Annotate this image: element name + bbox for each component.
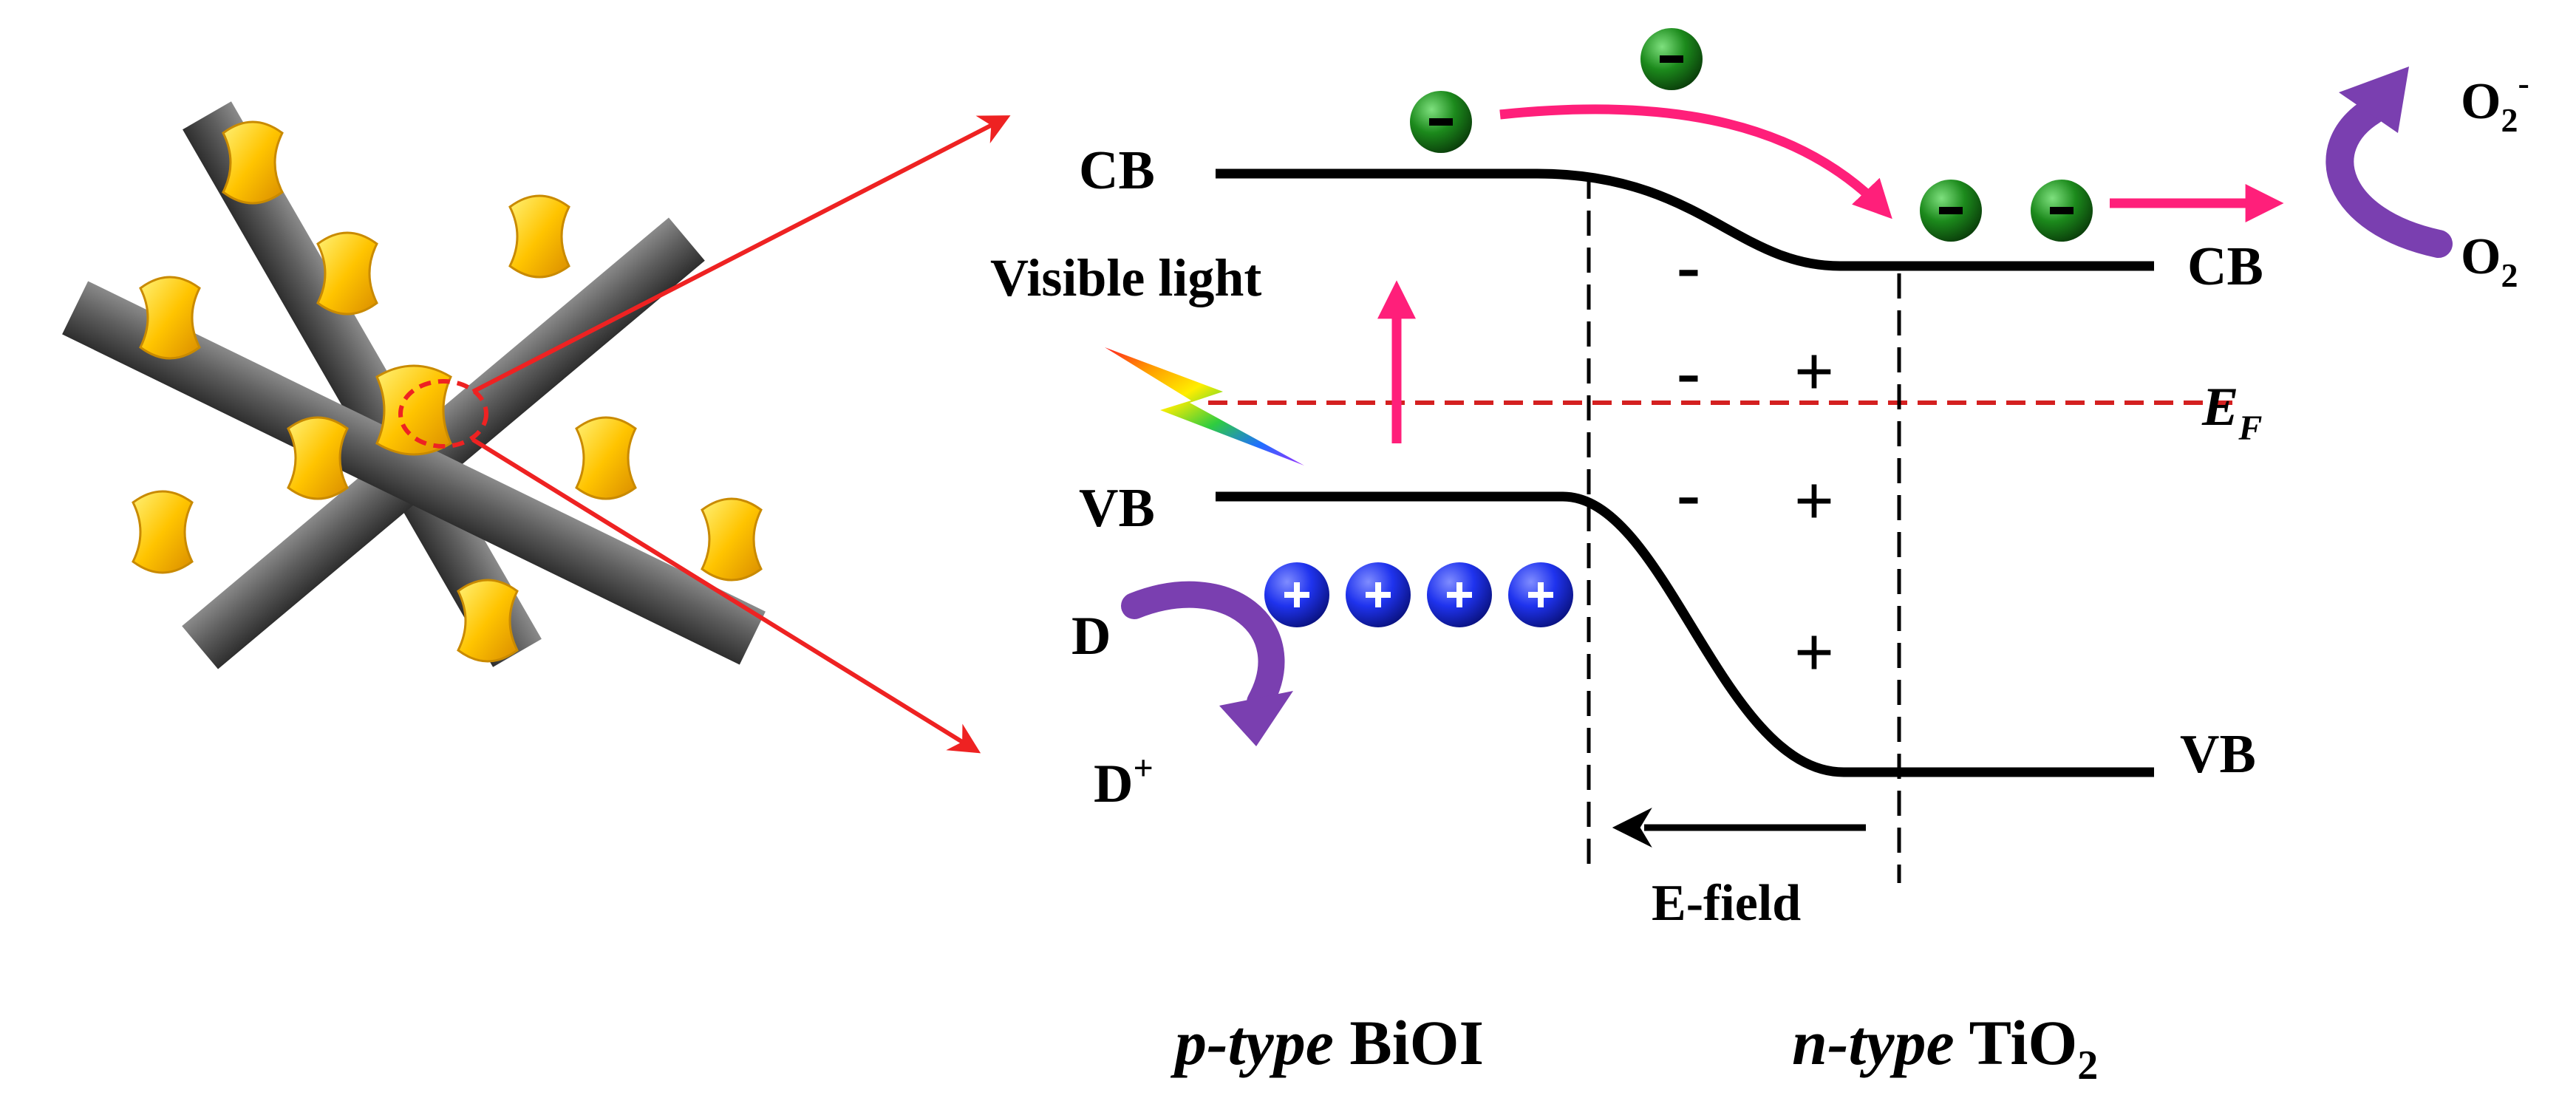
pointer-arrow-to-cb — [471, 115, 1011, 394]
nanoplate — [457, 579, 519, 663]
hole — [1508, 562, 1573, 627]
electron-transfer-arrow — [1499, 104, 1892, 219]
nanorod — [62, 281, 766, 665]
negative-charge: - — [1677, 454, 1700, 533]
visible-light-icon — [1105, 347, 1304, 466]
nanorod — [183, 101, 542, 667]
donor-oxidation-arrowhead — [1219, 691, 1293, 746]
junction-highlight-circle — [398, 379, 488, 449]
p-type-bioi-label: p-type BiOI — [1170, 1007, 1484, 1078]
nanostructure-illustration — [62, 101, 1011, 754]
superoxide-label: O2- — [2461, 64, 2529, 139]
hole — [1346, 562, 1411, 627]
positive-charge: + — [1794, 461, 1835, 540]
vb-label-left: VB — [1079, 478, 1155, 539]
electrons — [1410, 28, 2093, 242]
negative-charge: - — [1677, 226, 1700, 305]
oxidized-donor-label: D+ — [1094, 749, 1154, 814]
oxygen-reduction-arrowhead — [2339, 67, 2409, 133]
oxygen-reduction: O2- O2 — [2325, 64, 2529, 294]
nanoplate — [287, 416, 349, 500]
nanoplate — [139, 276, 201, 360]
oxygen-label: O2 — [2461, 228, 2518, 294]
oxygen-reduction-arrow — [2325, 97, 2453, 258]
band-diagram: CB VB CB VB Visible light EF - - - + — [990, 28, 2529, 1088]
negative-charge: - — [1677, 332, 1700, 411]
electron — [1920, 180, 1982, 242]
nanoplate — [701, 497, 763, 582]
valence-band-line — [1216, 491, 2154, 777]
electron — [1410, 91, 1472, 153]
bioi-nanoplates — [132, 120, 763, 663]
nanoplate — [316, 231, 378, 316]
donor-oxidation-arrow — [1121, 581, 1285, 715]
n-type-tio2-label: n-type TiO2 — [1792, 1007, 2098, 1088]
space-charges: - - - + + + — [1677, 226, 1834, 692]
nanoplate — [132, 490, 194, 574]
positive-charge: + — [1794, 332, 1835, 411]
cb-label-right: CB — [2187, 236, 2263, 297]
nanoplate — [508, 194, 570, 279]
nanoplate — [575, 416, 637, 500]
donor-label: D — [1071, 606, 1111, 667]
hole — [1427, 562, 1492, 627]
lightning-bolt-icon — [1105, 347, 1304, 466]
fermi-level-label: EF — [2201, 377, 2262, 448]
cb-label-left: CB — [1079, 140, 1155, 201]
pointer-arrow-to-vb — [471, 437, 981, 754]
nanoplate — [222, 120, 284, 205]
e-field-label: E-field — [1652, 875, 1801, 932]
positive-charge: + — [1794, 613, 1835, 692]
nanoplate — [375, 364, 452, 456]
electron — [1640, 28, 1703, 90]
visible-light-label: Visible light — [990, 248, 1261, 307]
donor-oxidation: D D+ — [1071, 581, 1293, 814]
electron — [2031, 180, 2093, 242]
vb-label-right: VB — [2180, 724, 2256, 785]
hole — [1264, 562, 1329, 627]
conduction-band-line — [1216, 168, 2154, 271]
holes — [1264, 562, 1573, 627]
